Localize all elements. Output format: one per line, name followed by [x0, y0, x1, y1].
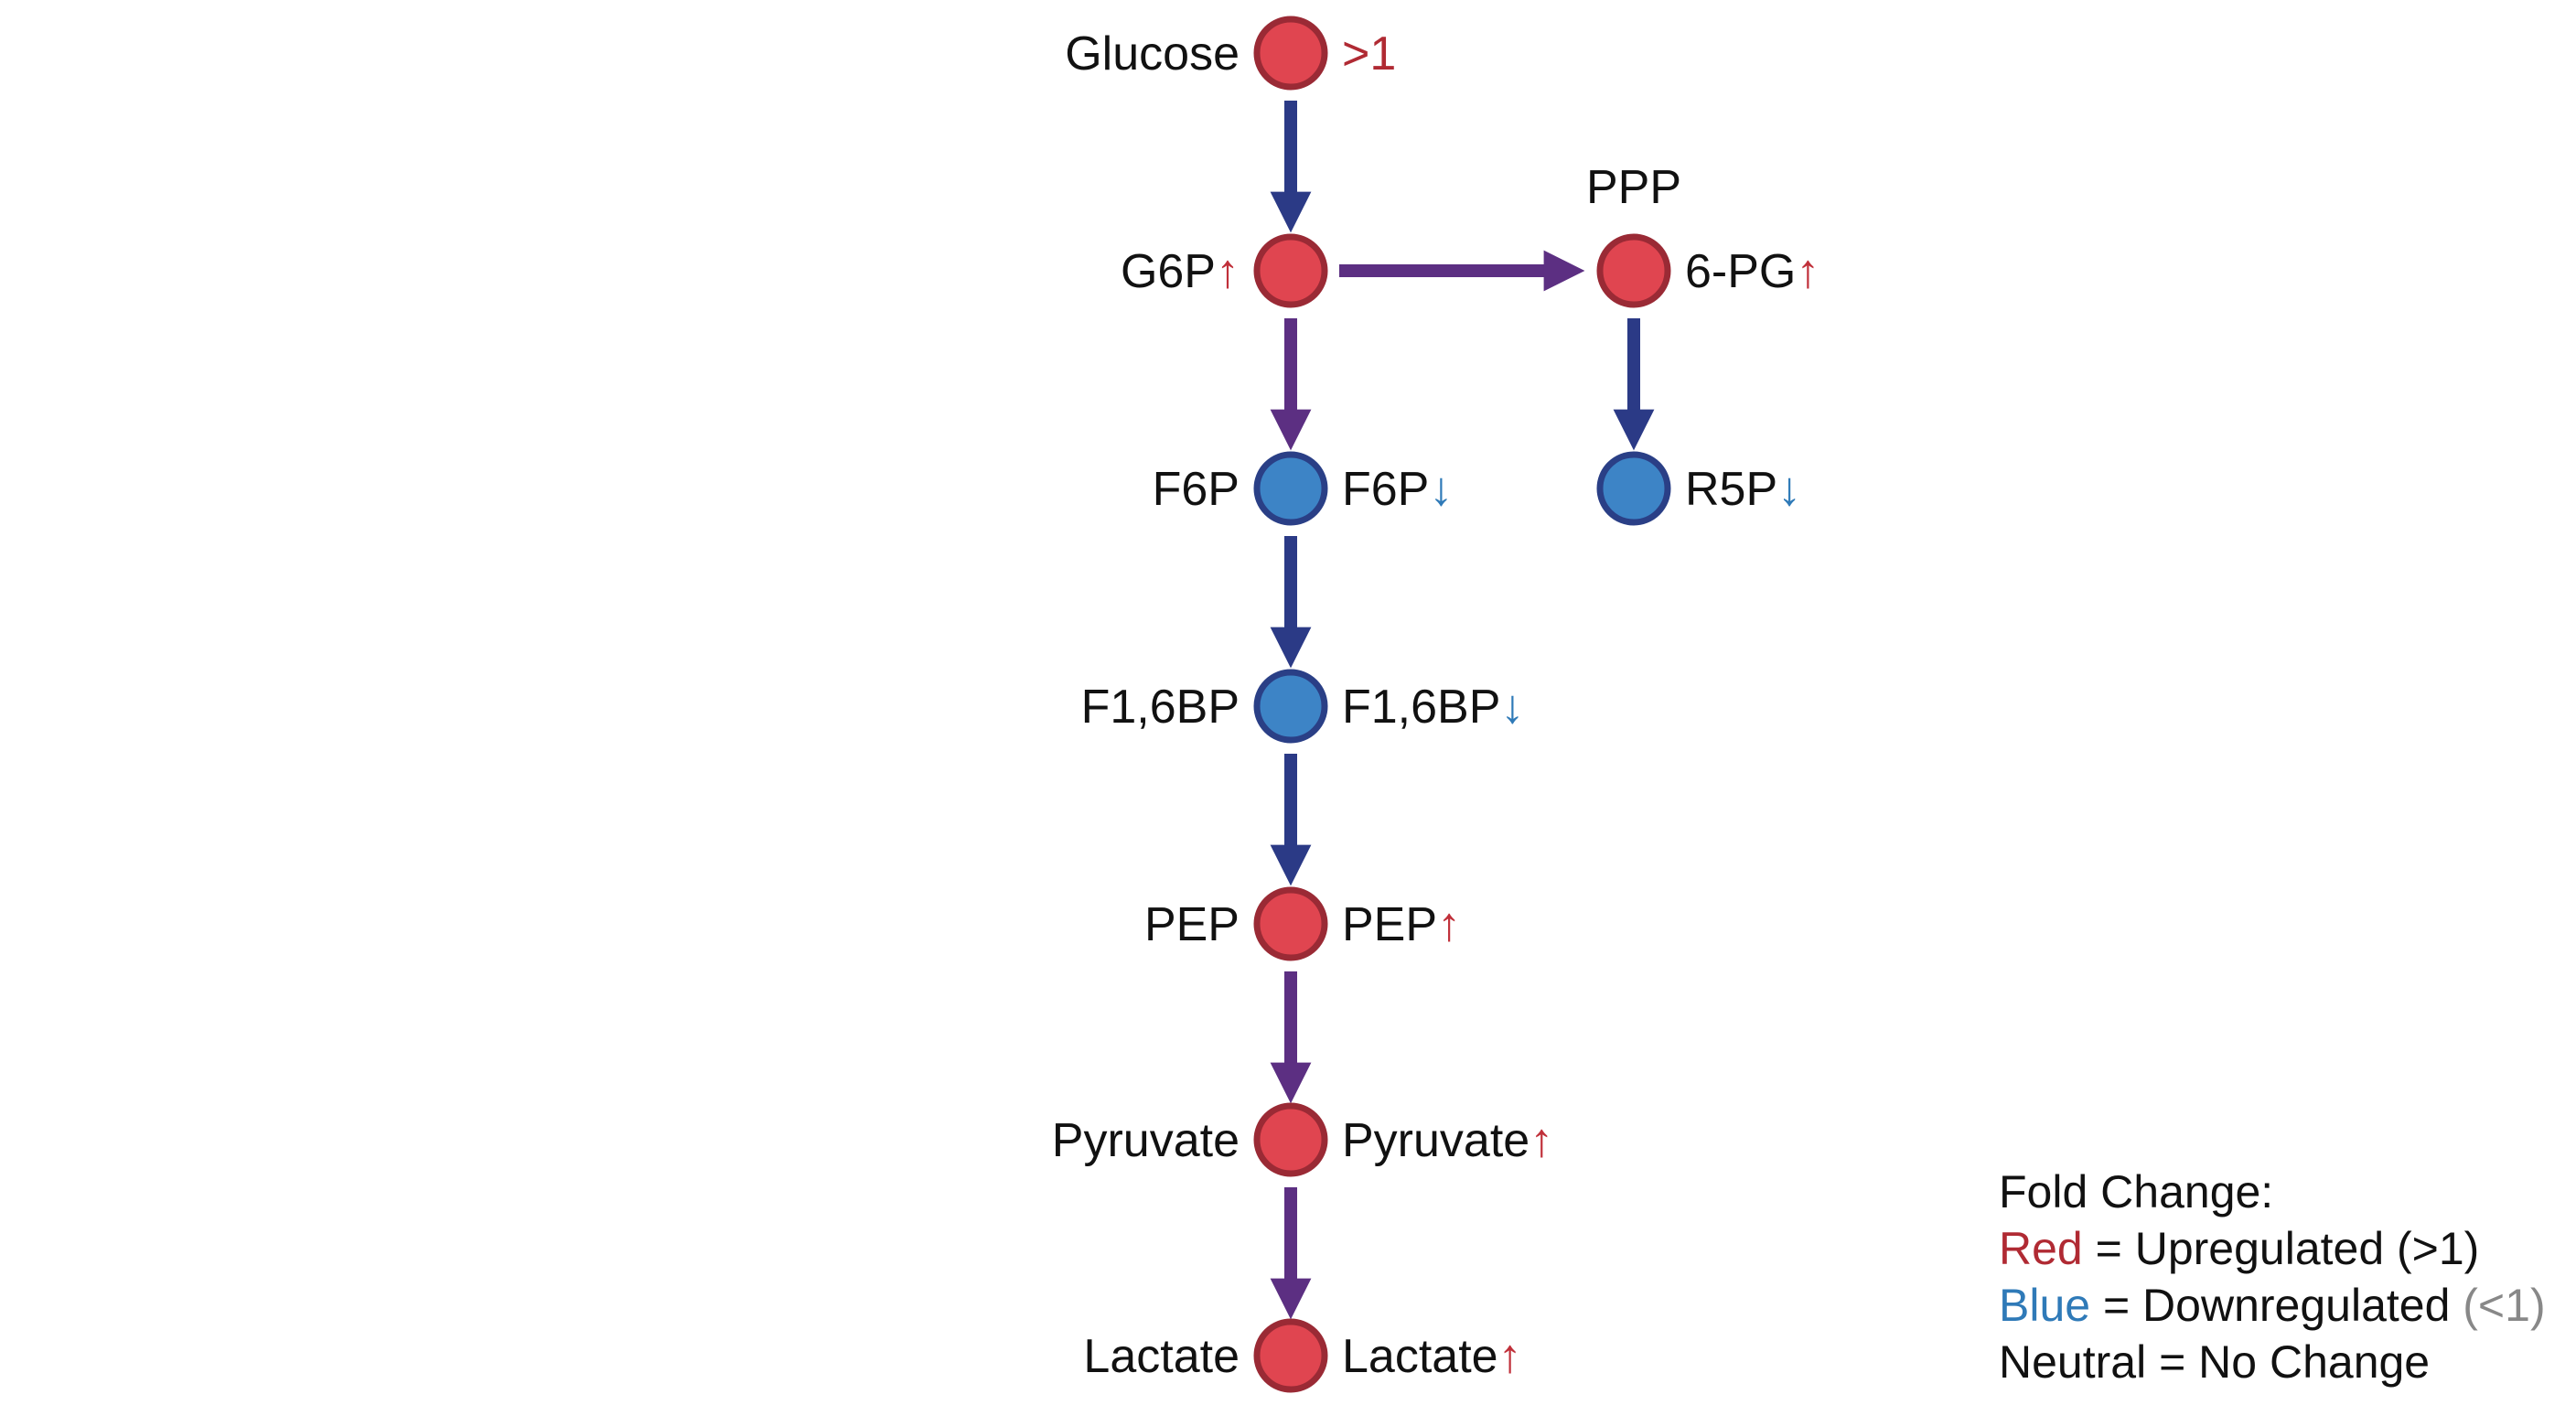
node-f6p	[1253, 451, 1328, 526]
label-lactate-left: Lactate	[1083, 1330, 1240, 1383]
label-g6p: G6P↑	[1121, 245, 1240, 298]
label-6pg: 6-PG↑	[1685, 245, 1819, 298]
up-arrow-icon: ↑	[1216, 245, 1240, 298]
label-glucose-fold-change: >1	[1342, 27, 1396, 80]
label-lactate-right-name: Lactate	[1342, 1330, 1498, 1383]
down-arrow-icon: ↓	[1500, 681, 1524, 734]
node-6pg	[1596, 233, 1671, 308]
label-pep-right: PEP↑	[1342, 898, 1461, 951]
label-lactate-right: Lactate↑	[1342, 1330, 1522, 1383]
node-pep	[1253, 886, 1328, 961]
node-glucose	[1253, 16, 1328, 91]
label-r5p: R5P↓	[1685, 463, 1801, 516]
legend-title: Fold Change:	[1999, 1166, 2274, 1217]
label-pyruvate-right-name: Pyruvate	[1342, 1114, 1530, 1167]
label-glucose: Glucose	[1065, 27, 1240, 80]
node-pyruvate	[1253, 1102, 1328, 1177]
legend-blue-word: Blue	[1999, 1280, 2091, 1331]
down-arrow-icon: ↓	[1429, 463, 1453, 516]
label-pyruvate-left: Pyruvate	[1052, 1114, 1240, 1167]
up-arrow-icon: ↑	[1530, 1114, 1553, 1167]
label-pep-right-name: PEP	[1342, 898, 1437, 951]
label-f16bp-right: F1,6BP↓	[1342, 681, 1524, 734]
label-f6p-right-name: F6P	[1342, 463, 1429, 516]
legend-down-text: = Downregulated	[2090, 1280, 2463, 1331]
node-g6p	[1253, 233, 1328, 308]
label-f16bp-right-name: F1,6BP	[1342, 681, 1500, 734]
label-f16bp-left: F1,6BP	[1081, 681, 1240, 734]
down-arrow-icon: ↓	[1777, 463, 1801, 516]
label-pyruvate-right: Pyruvate↑	[1342, 1114, 1553, 1167]
fold-change-legend: Fold Change: Red = Upregulated (>1) Blue…	[1999, 1164, 2546, 1390]
label-f6p-right: F6P↓	[1342, 463, 1453, 516]
legend-red-word: Red	[1999, 1223, 2083, 1274]
label-6pg-name: 6-PG	[1685, 245, 1796, 298]
label-r5p-name: R5P	[1685, 463, 1777, 516]
label-g6p-name: G6P	[1121, 245, 1216, 298]
up-arrow-icon: ↑	[1437, 898, 1461, 951]
label-f6p-left: F6P	[1153, 463, 1240, 516]
up-arrow-icon: ↑	[1498, 1330, 1522, 1383]
legend-up-text: = Upregulated (>1)	[2082, 1223, 2480, 1274]
node-f16bp	[1253, 669, 1328, 744]
legend-down-paren: (<1)	[2463, 1280, 2546, 1331]
node-lactate	[1253, 1318, 1328, 1393]
label-pep-left: PEP	[1144, 898, 1240, 951]
node-r5p	[1596, 451, 1671, 526]
legend-row-up: Red = Upregulated (>1)	[1999, 1220, 2546, 1277]
legend-row-down: Blue = Downregulated (<1)	[1999, 1277, 2546, 1334]
up-arrow-icon: ↑	[1796, 245, 1819, 298]
ppp-title: PPP	[1586, 161, 1681, 214]
legend-row-neutral: Neutral = No Change	[1999, 1336, 2431, 1388]
